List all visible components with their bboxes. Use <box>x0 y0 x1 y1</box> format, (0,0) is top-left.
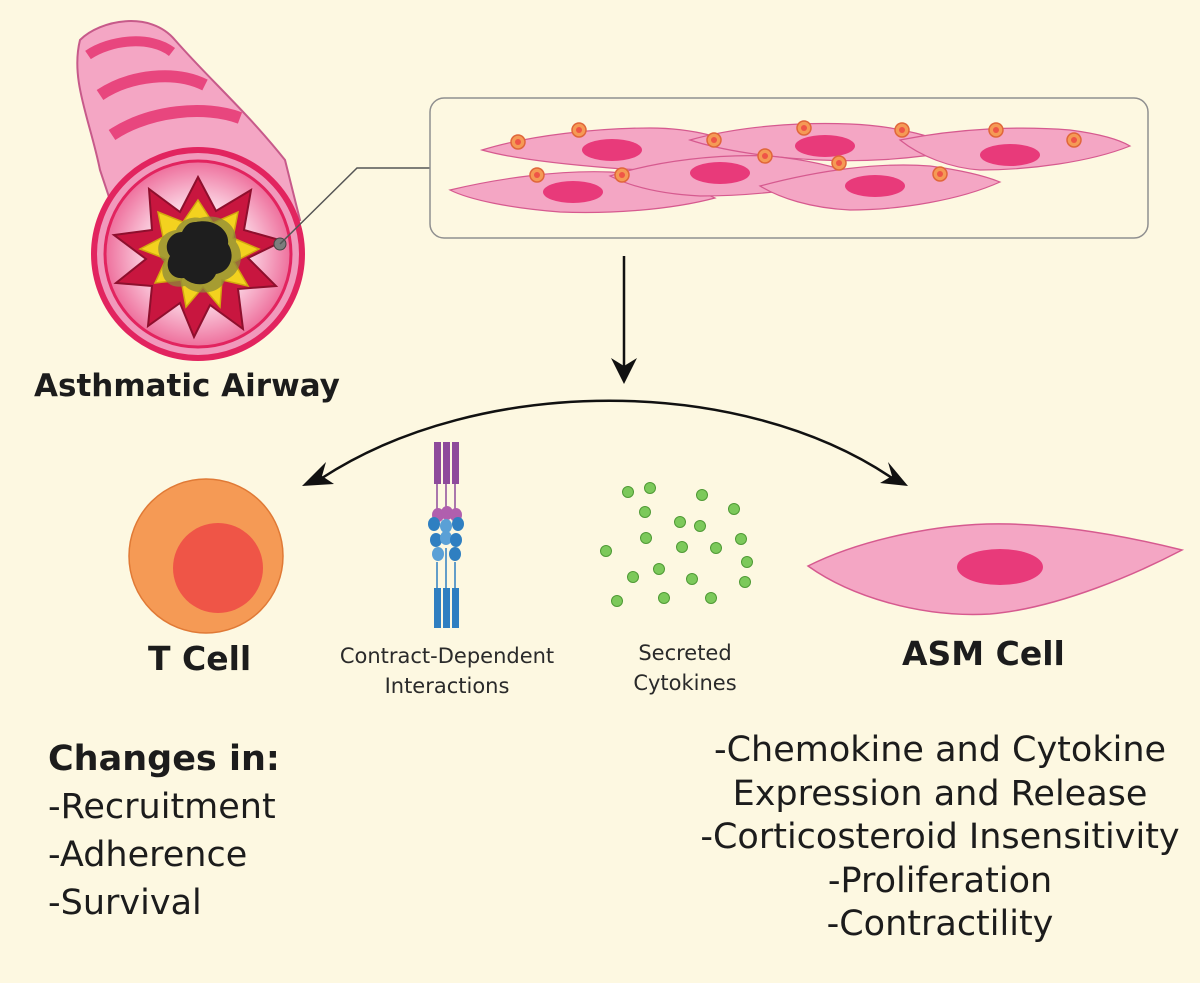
change-item-survival: -Survival <box>48 883 202 923</box>
change-item-adherence: -Adherence <box>48 835 248 875</box>
contact-label-line1: Contract-Dependent <box>339 644 555 668</box>
secreted-cytokines-label: Secreted Cytokines <box>610 638 760 698</box>
asm-effect-expression: Expression and Release <box>732 773 1148 814</box>
down-arrow-head <box>611 358 637 384</box>
cytokine-particles <box>600 482 753 607</box>
cytokines-label-line1: Secreted <box>638 641 732 665</box>
t-cell-title: T Cell <box>148 639 252 678</box>
asm-effect-proliferation: -Proliferation <box>827 860 1053 901</box>
asm-effects-list: -Chemokine and Cytokine Expression and R… <box>686 729 1194 947</box>
right-arrow-head <box>880 462 908 486</box>
interaction-arrows <box>302 256 908 486</box>
asm-effect-corticosteroid: -Corticosteroid Insensitivity <box>700 817 1180 857</box>
asthmatic-airway-illustration <box>76 20 430 361</box>
asm-cell-illustration <box>806 523 1185 616</box>
changes-heading: Changes in: <box>48 739 280 779</box>
airway-title: Asthmatic Airway <box>34 368 340 404</box>
t-cell-illustration <box>128 478 284 634</box>
left-arrow-head <box>302 462 334 486</box>
change-item-recruitment: -Recruitment <box>48 787 276 827</box>
asm-effect-contractility: -Contractility <box>826 904 1054 944</box>
receptor-ligand-complex <box>428 442 464 628</box>
t-cell-changes-list: Changes in: -Recruitment -Adherence -Sur… <box>48 735 280 927</box>
contact-label-line2: Interactions <box>384 674 510 698</box>
cytokines-label-line2: Cytokines <box>633 671 737 695</box>
asm-tissue-magnified-box <box>429 97 1149 239</box>
asm-effect-chemokine: -Chemokine and Cytokine <box>713 730 1167 770</box>
contact-interactions-label: Contract-Dependent Interactions <box>322 641 572 701</box>
asm-cell-title: ASM Cell <box>902 634 1065 673</box>
